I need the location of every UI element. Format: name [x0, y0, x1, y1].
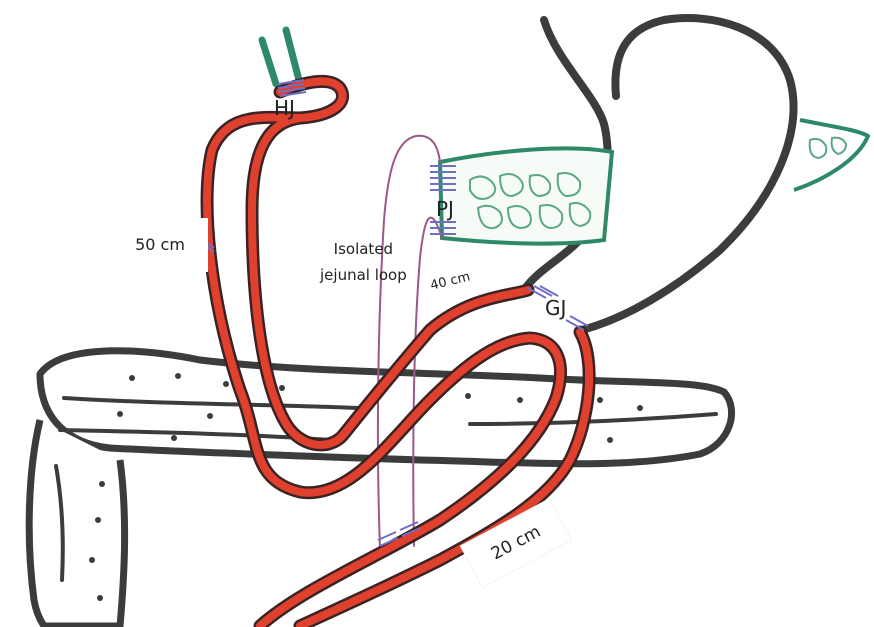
- label-length-50cm: 50 cm: [112, 218, 208, 272]
- label-isolated-jejunal-loop: Isolated jejunal loop: [320, 236, 407, 288]
- label-isolated-line1: Isolated: [320, 236, 407, 262]
- label-isolated-line2: jejunal loop: [320, 262, 407, 288]
- label-pancreaticojejunostomy: PJ: [436, 197, 454, 221]
- label-gastrojejunostomy: GJ: [545, 296, 566, 320]
- label-hepaticojejunostomy: HJ: [274, 96, 295, 120]
- pancreas-body: [440, 148, 612, 243]
